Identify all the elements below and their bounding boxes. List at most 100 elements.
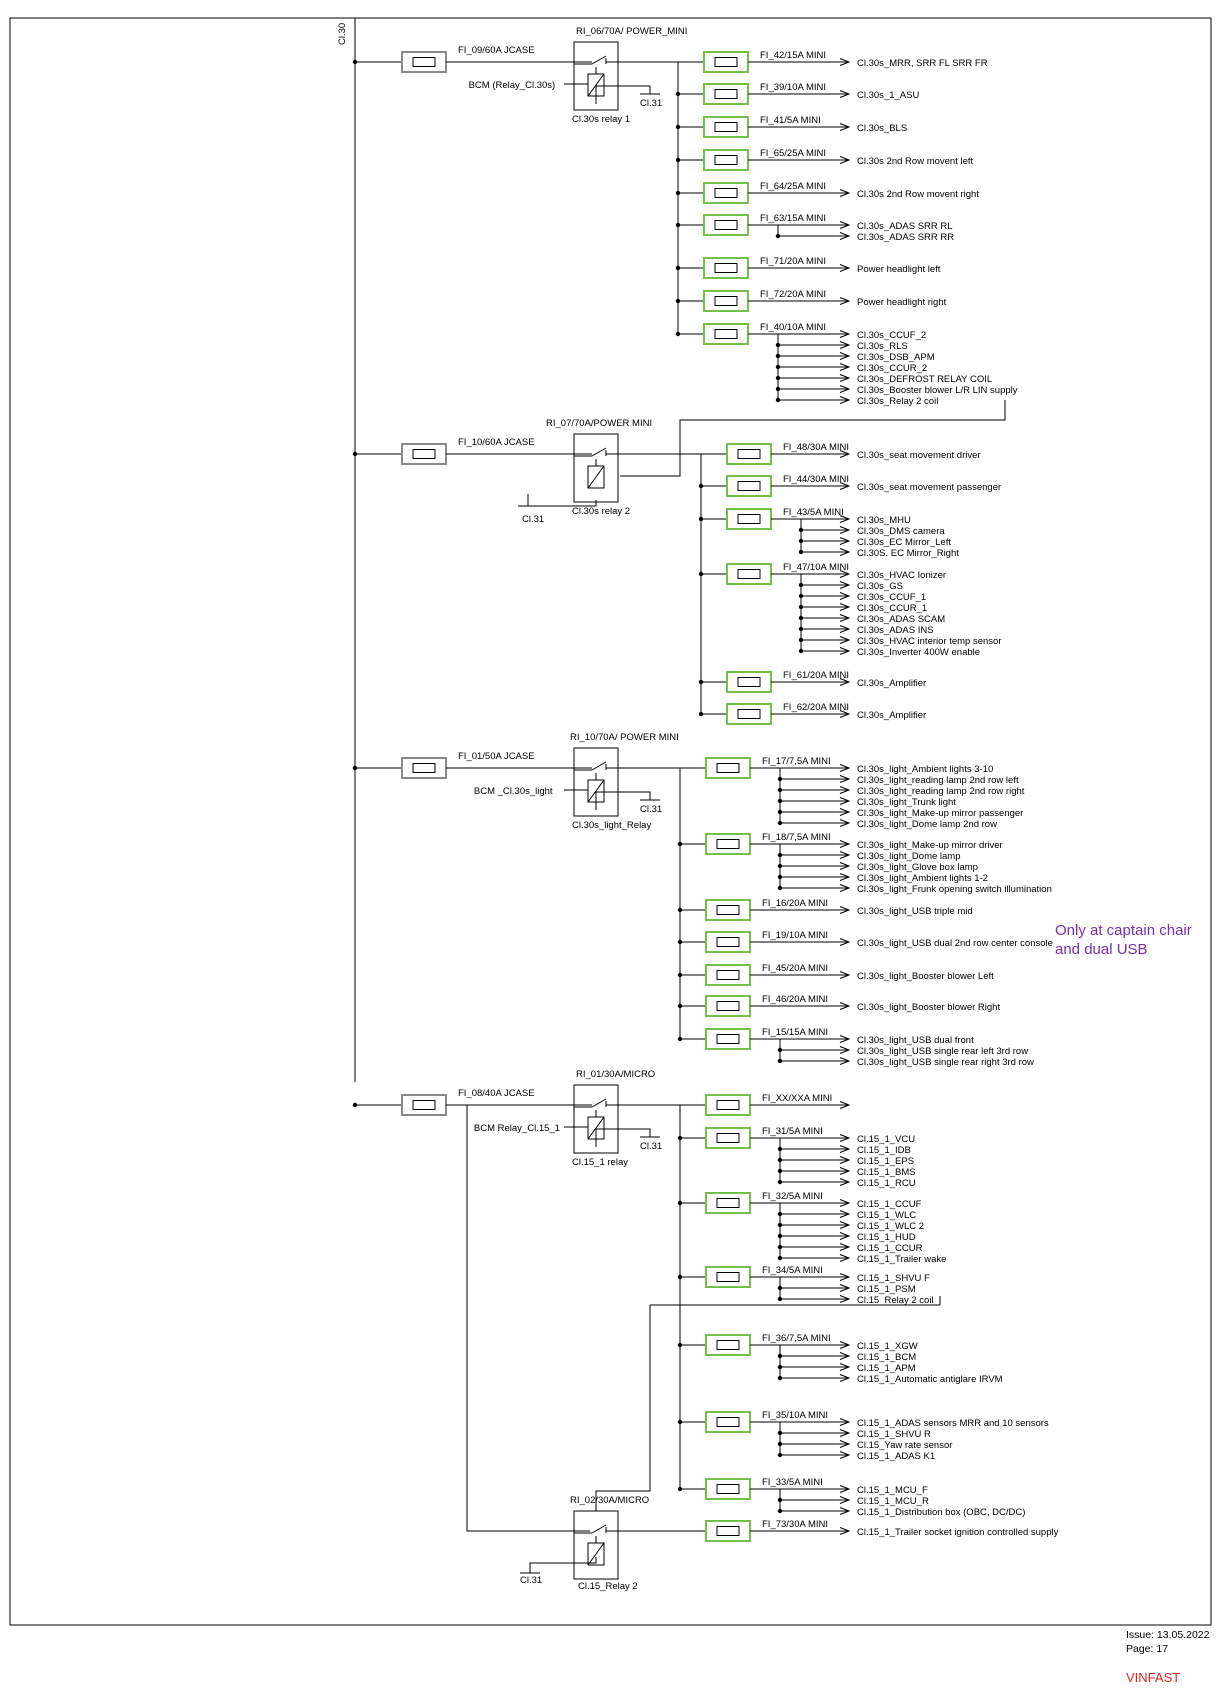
arrow-head: [839, 614, 851, 622]
load-label: Cl.15_1_CCUF: [857, 1199, 922, 1210]
arrow-head: [839, 840, 851, 848]
load-label: Cl.30s_light_Glove box lamp: [857, 862, 978, 873]
arrow-head: [839, 636, 851, 644]
load-label: Cl.15_1_IDB: [857, 1145, 911, 1156]
main-fuse-label: FI_01/50A JCASE: [458, 751, 535, 762]
branch-fuse: [705, 1192, 751, 1214]
load-label: Cl.15_1_SHVU F: [857, 1273, 930, 1284]
arrow-head: [839, 1295, 851, 1303]
load-label: Cl.30s_light_Booster blower Left: [857, 971, 994, 982]
relay-box: [573, 41, 619, 111]
arrow-head: [839, 1496, 851, 1504]
arrow-head: [839, 548, 851, 556]
footer-page: Page: 17: [1126, 1643, 1168, 1655]
load-label: Cl.30s_Relay 2 coil: [857, 396, 938, 407]
fuse-element: [716, 1034, 740, 1044]
relay-sub: Cl.15_1 relay: [572, 1157, 628, 1168]
fuse-element: [716, 1001, 740, 1011]
fuse-element: [412, 57, 436, 67]
load-label: Cl.15_1_MCU_F: [857, 1485, 928, 1496]
load-label: Cl.15_1_RCU: [857, 1178, 916, 1189]
load-label: Cl.15_1_PSM: [857, 1284, 916, 1295]
arrow-head: [839, 1507, 851, 1515]
branch-fuse-label: FI_73/30A MINI: [762, 1519, 828, 1530]
main-fuse: [401, 51, 447, 73]
bus-label: Cl.30: [337, 23, 348, 45]
load-label: Cl.30s_light_Booster blower Right: [857, 1002, 1000, 1013]
relay-box: [573, 1510, 619, 1580]
fuse-element: [716, 905, 740, 915]
branch-fuse-label: FI_17/7,5A MINI: [762, 756, 831, 767]
branch-fuse: [705, 1478, 751, 1500]
branch-fuse: [705, 1028, 751, 1050]
fuse-element: [737, 514, 761, 524]
arrow-head: [839, 1035, 851, 1043]
branch-fuse-label: FI_44/30A MINI: [783, 474, 849, 485]
arrow-head: [839, 58, 851, 66]
arrow-head: [839, 385, 851, 393]
branch-fuse-label: FI_41/5A MINI: [760, 115, 821, 126]
note-line-2: and dual USB: [1055, 941, 1148, 958]
arrow-head: [839, 1210, 851, 1218]
load-label: Cl.30s_light_Make-up mirror driver: [857, 840, 1003, 851]
arrow-head: [839, 581, 851, 589]
fuse-element: [716, 970, 740, 980]
arrow-head: [839, 592, 851, 600]
branch-fuse: [705, 757, 751, 779]
load-label: Cl.15_1_Trailer socket ignition controll…: [857, 1527, 1059, 1538]
arrow-head: [839, 1178, 851, 1186]
relay2-coil-feed: [620, 400, 1006, 477]
arrow-head: [839, 884, 851, 892]
branch-fuse-label: FI_35/10A MINI: [762, 1410, 828, 1421]
relay-coil-diag: [587, 779, 605, 803]
relay-box: [573, 433, 619, 503]
branch-fuse: [703, 149, 749, 171]
fuse-element: [716, 1484, 740, 1494]
load-label: Cl.30s_light_USB triple mid: [857, 906, 973, 917]
load-label: Cl.30s_light_USB dual 2nd row center con…: [857, 938, 1053, 949]
branch-fuse: [726, 563, 772, 585]
load-label: Cl.30s_seat movement driver: [857, 450, 981, 461]
ground-label: Cl.31: [640, 804, 662, 815]
arrow-head: [839, 1232, 851, 1240]
branch-fuse-label: FI_46/20A MINI: [762, 994, 828, 1005]
relay-name: RI_10/70A/ POWER MINI: [570, 732, 679, 743]
relay-coil-diag: [587, 73, 605, 97]
relay-sub: Cl.30s_light_Relay: [572, 820, 651, 831]
fuse-element: [737, 449, 761, 459]
arrow-head: [839, 786, 851, 794]
load-label: Cl.30s_CCUF_1: [857, 592, 926, 603]
relay-coil-diag: [587, 1116, 605, 1140]
load-label: Cl.30s_ADAS SRR RL: [857, 221, 953, 232]
relay-switch: [591, 55, 607, 65]
load-label: Cl.30s 2nd Row movent left: [857, 156, 974, 167]
load-label: Cl.30s_light_USB dual front: [857, 1035, 974, 1046]
fuse-element: [714, 188, 738, 198]
arrow-head: [839, 678, 851, 686]
load-label: Cl.15_1_WLC: [857, 1210, 916, 1221]
load-label: Cl.30s_Inverter 400W enable: [857, 647, 980, 658]
fuse-element: [716, 1526, 740, 1536]
arrow-head: [839, 232, 851, 240]
arrow-head: [839, 1057, 851, 1065]
load-label: Cl.30s_light_reading lamp 2nd row left: [857, 775, 1019, 786]
load-label: Cl.30s_light_Make-up mirror passenger: [857, 808, 1023, 819]
arrow-head: [839, 1527, 851, 1535]
arrow-head: [839, 906, 851, 914]
branch-fuse: [705, 1266, 751, 1288]
load-label: Cl.30s 2nd Row movent right: [857, 189, 979, 200]
load-label: Cl.15_1_EPS: [857, 1156, 914, 1167]
branch-fuse-label: FI_40/10A MINI: [760, 322, 826, 333]
load-label: Cl.30s_BLS: [857, 123, 907, 134]
load-label: Cl.15_1_WLC 2: [857, 1221, 924, 1232]
load-label: Cl.30s_light_reading lamp 2nd row right: [857, 786, 1025, 797]
ground-label: Cl.31: [520, 1575, 542, 1586]
arrow-head: [839, 775, 851, 783]
control-label: BCM Relay_Cl.15_1: [474, 1123, 560, 1134]
branch-fuse: [705, 931, 751, 953]
relay-name: RI_07/70A/POWER MINI: [546, 418, 652, 429]
load-label: Cl.30s_EC Mirror_Left: [857, 537, 951, 548]
main-fuse: [401, 757, 447, 779]
